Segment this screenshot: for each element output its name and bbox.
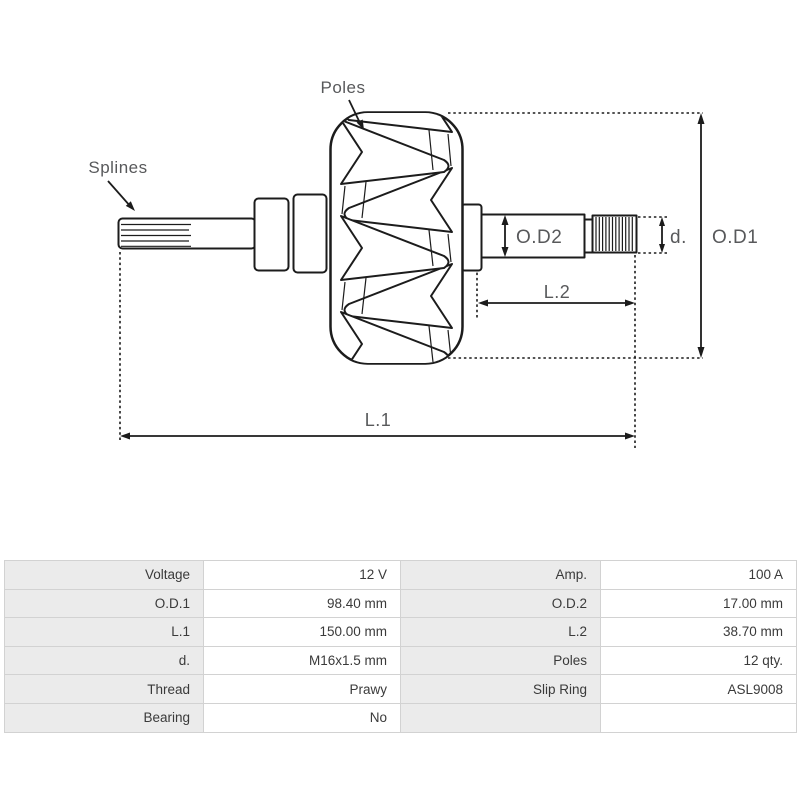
extension-lines bbox=[119, 112, 703, 448]
poles-label: Poles bbox=[320, 78, 365, 97]
spec-label-cell: O.D.2 bbox=[400, 588, 601, 619]
spec-label-cell: d. bbox=[4, 645, 204, 676]
claw-root-lines bbox=[341, 129, 452, 363]
spec-value-cell bbox=[600, 702, 797, 733]
spec-label-cell: L.2 bbox=[400, 617, 601, 647]
spec-value-cell: ASL9008 bbox=[600, 674, 797, 704]
dimension-l1 bbox=[120, 432, 635, 440]
pole-body bbox=[329, 111, 464, 365]
dimension-l2 bbox=[478, 299, 635, 307]
spline-hatch-lines bbox=[121, 223, 191, 247]
spec-value-cell: 12 V bbox=[203, 560, 401, 590]
spec-row: L.1 150.00 mm L.2 38.70 mm bbox=[4, 617, 797, 647]
spec-value-cell: Prawy bbox=[203, 674, 401, 704]
rotor-technical-drawing: Poles Splines O.D2 d. O.D1 L.2 L.1 bbox=[88, 78, 758, 448]
spec-row: O.D.1 98.40 mm O.D.2 17.00 mm bbox=[4, 588, 797, 619]
od1-label: O.D1 bbox=[712, 227, 758, 248]
splines-label: Splines bbox=[88, 158, 147, 177]
spec-value-cell: 12 qty. bbox=[600, 645, 797, 676]
dimension-od2 bbox=[501, 215, 509, 257]
d-label: d. bbox=[670, 227, 687, 248]
spec-label-cell: Amp. bbox=[400, 560, 601, 590]
collar-ring-2 bbox=[292, 193, 328, 274]
collar-ring-right bbox=[460, 203, 483, 272]
claw-poles bbox=[340, 113, 453, 363]
thread-hatch-lines bbox=[595, 217, 633, 251]
spec-value-cell: No bbox=[203, 702, 401, 733]
spec-label-cell: O.D.1 bbox=[4, 588, 204, 619]
thread-neck bbox=[583, 218, 594, 254]
spec-value-cell: 98.40 mm bbox=[203, 588, 401, 619]
spec-label-cell: Poles bbox=[400, 645, 601, 676]
spec-table: Voltage 12 V Amp. 100 A O.D.1 98.40 mm O… bbox=[4, 560, 797, 733]
rotor-diagram-svg: Poles Splines O.D2 d. O.D1 L.2 L.1 bbox=[88, 78, 758, 448]
splined-shaft bbox=[117, 217, 257, 250]
collar-ring-1 bbox=[253, 197, 290, 272]
spec-label-cell: L.1 bbox=[4, 617, 204, 647]
l2-label: L.2 bbox=[544, 282, 571, 302]
l1-label: L.1 bbox=[365, 410, 392, 430]
threaded-end bbox=[591, 214, 638, 254]
spec-row: d. M16x1.5 mm Poles 12 qty. bbox=[4, 645, 797, 676]
spec-value-cell: M16x1.5 mm bbox=[203, 645, 401, 676]
dimension-od1 bbox=[697, 113, 705, 358]
spec-row: Thread Prawy Slip Ring ASL9008 bbox=[4, 674, 797, 704]
spec-label-cell: Voltage bbox=[4, 560, 204, 590]
spec-row: Voltage 12 V Amp. 100 A bbox=[4, 560, 797, 590]
spec-label-cell: Thread bbox=[4, 674, 204, 704]
spec-label-cell: Bearing bbox=[4, 702, 204, 733]
spec-value-cell: 17.00 mm bbox=[600, 588, 797, 619]
poles-leader-arrow bbox=[348, 99, 364, 130]
spec-row: Bearing No bbox=[4, 702, 797, 733]
od2-label: O.D2 bbox=[516, 227, 562, 248]
spec-label-cell bbox=[400, 702, 601, 733]
splines-leader-arrow bbox=[107, 180, 135, 211]
dimension-d bbox=[659, 217, 665, 253]
spec-value-cell: 150.00 mm bbox=[203, 617, 401, 647]
spec-value-cell: 100 A bbox=[600, 560, 797, 590]
right-shaft bbox=[480, 213, 586, 259]
spec-label-cell: Slip Ring bbox=[400, 674, 601, 704]
spec-value-cell: 38.70 mm bbox=[600, 617, 797, 647]
